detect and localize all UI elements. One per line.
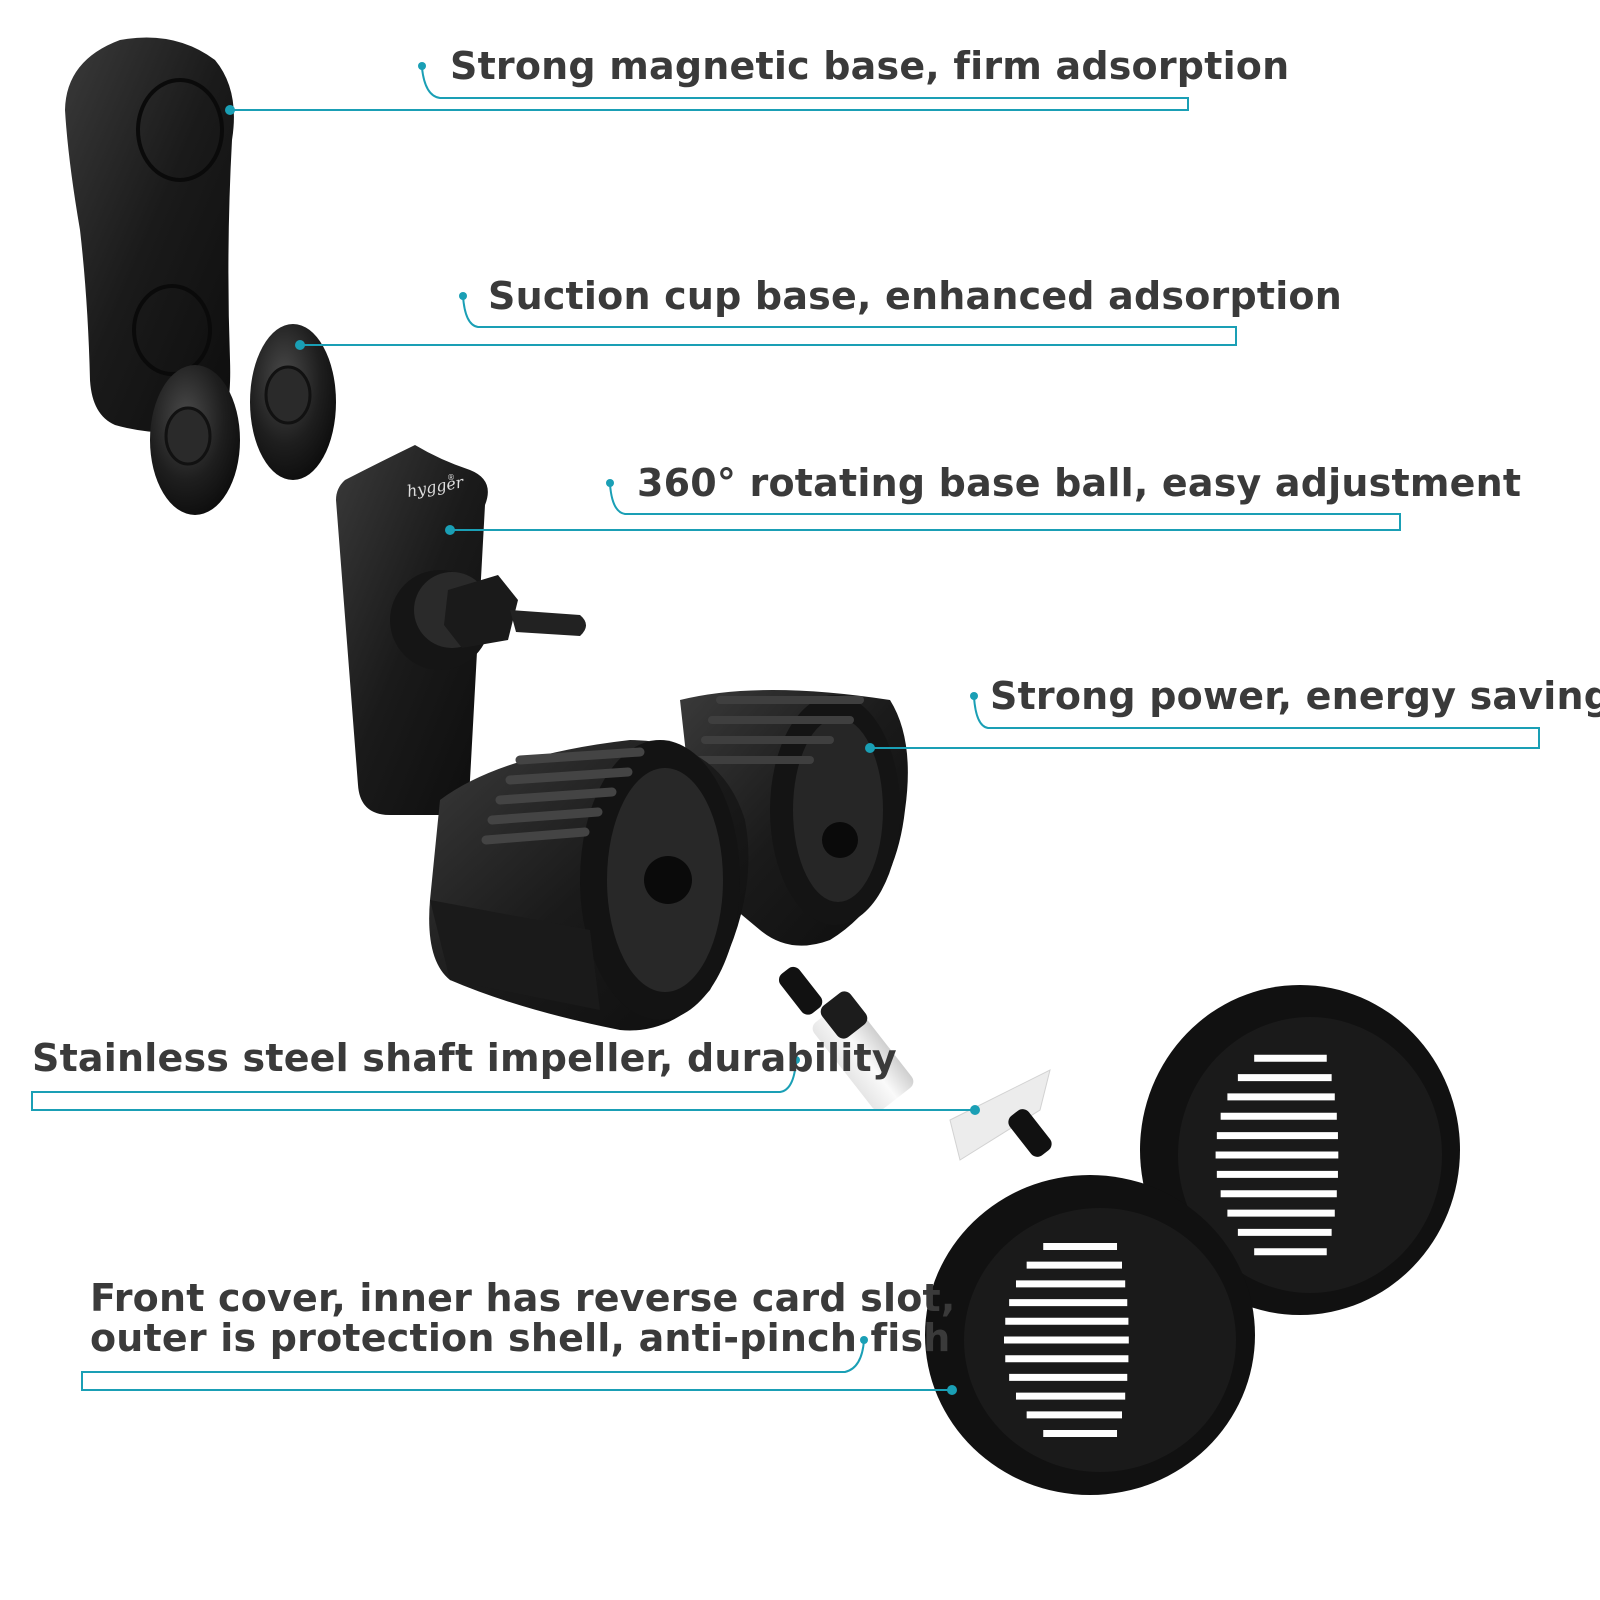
callout-front-cover: Front cover, inner has reverse card slot… bbox=[90, 1278, 956, 1358]
magnetic-base-part bbox=[65, 37, 234, 434]
front-cover-part bbox=[925, 985, 1460, 1495]
callout-dots bbox=[225, 62, 980, 1395]
callout-power: Strong power, energy saving bbox=[990, 674, 1600, 718]
callout-front-cover-line-1: Front cover, inner has reverse card slot… bbox=[90, 1276, 956, 1320]
callout-front-cover-line-2: outer is protection shell, anti-pinch fi… bbox=[90, 1316, 951, 1360]
callout-suction-cup: Suction cup base, enhanced adsorption bbox=[488, 274, 1342, 318]
callout-magnetic-base: Strong magnetic base, firm adsorption bbox=[450, 44, 1290, 88]
callout-lines bbox=[31, 67, 1540, 1391]
pump-body-part bbox=[429, 690, 908, 1031]
callout-impeller: Stainless steel shaft impeller, durabili… bbox=[32, 1036, 897, 1080]
brand-logo-mark: ® bbox=[447, 473, 455, 482]
rotating-bracket-part: hygger ® bbox=[336, 445, 586, 815]
impeller-part bbox=[778, 966, 1052, 1161]
suction-cup-part bbox=[150, 324, 336, 515]
callout-rotating-ball: 360° rotating base ball, easy adjustment bbox=[637, 461, 1522, 505]
